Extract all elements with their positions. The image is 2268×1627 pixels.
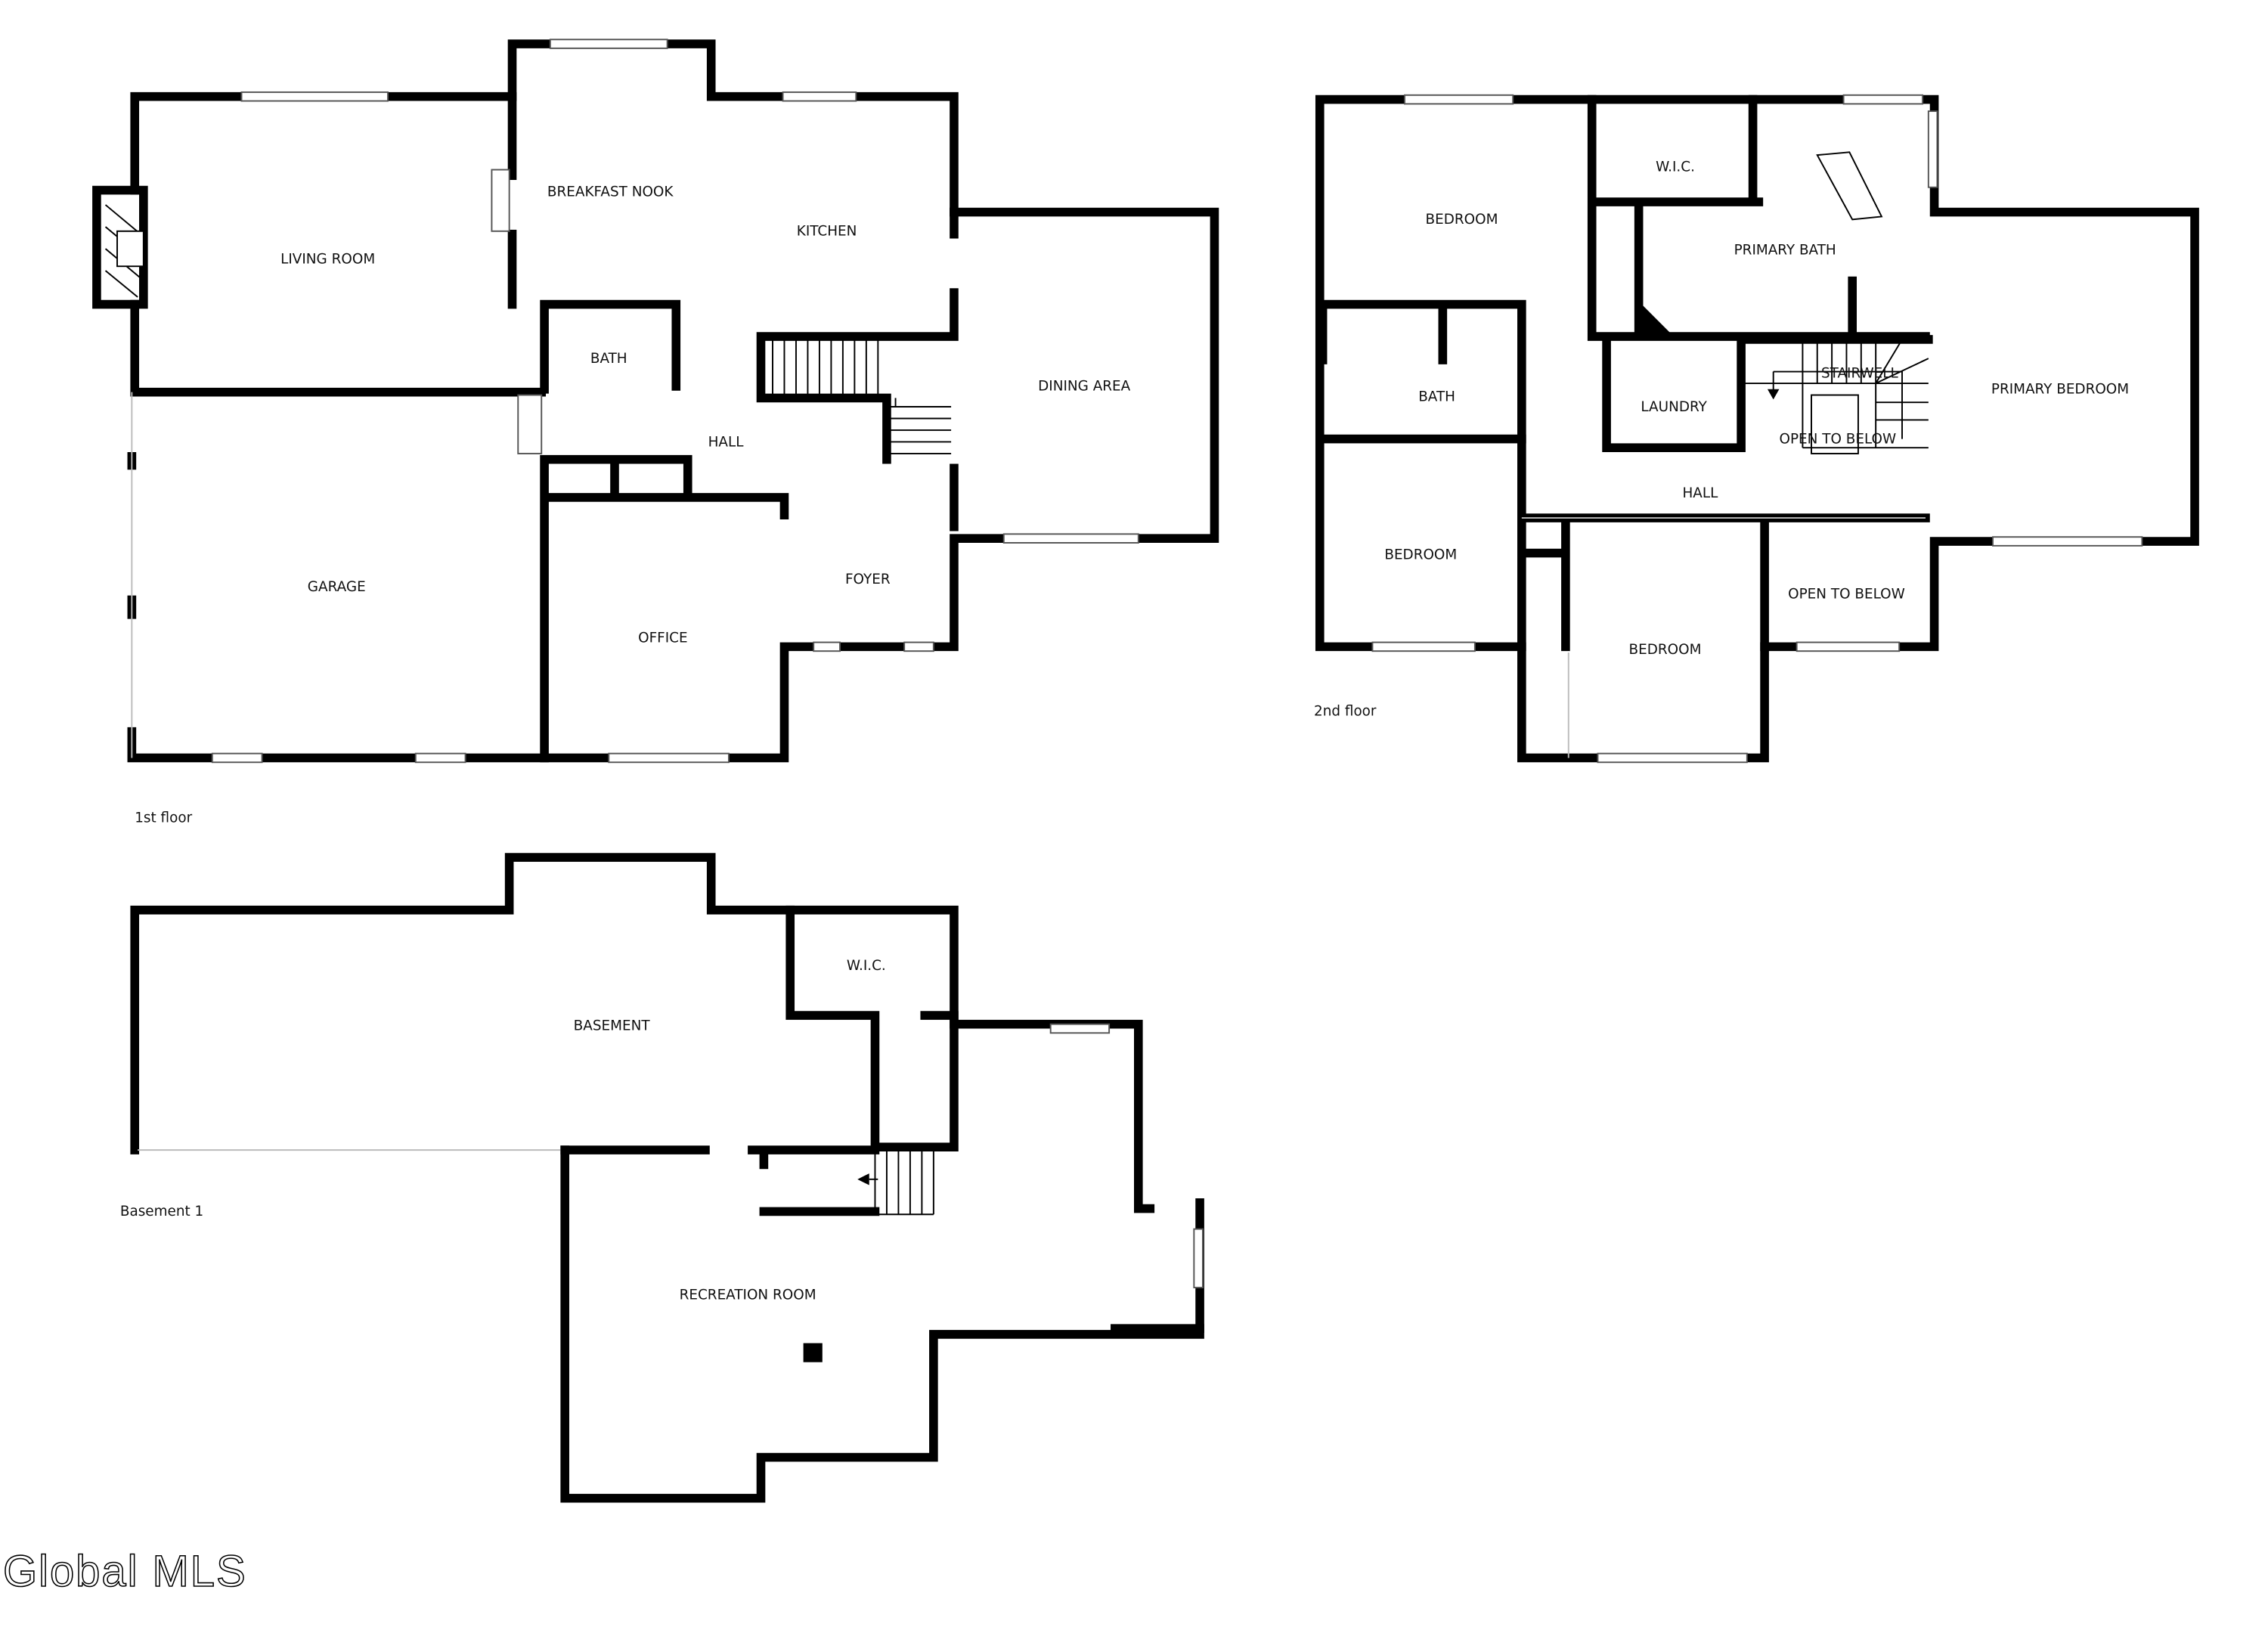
floor-label-2nd: 2nd floor [1314, 703, 1377, 719]
room-label-office: OFFICE [638, 631, 687, 646]
bathtub-icon [1816, 151, 1883, 221]
room-label-garage: GARAGE [308, 579, 366, 595]
room-label-wic-basement: W.I.C. [847, 958, 886, 974]
floor-label-basement: Basement 1 [120, 1204, 203, 1219]
room-label-laundry: LAUNDRY [1641, 399, 1707, 415]
room-label-foyer: FOYER [845, 572, 891, 587]
room-label-open-to-below-stair: OPEN TO BELOW [1780, 431, 1897, 447]
room-label-recreation-room: RECREATION ROOM [680, 1288, 816, 1303]
room-label-wic: W.I.C. [1656, 159, 1695, 175]
first-floor-plan: LIVING ROOM BREAKFAST NOOK KITCHEN DININ… [92, 39, 1219, 826]
room-label-bedroom-s: BEDROOM [1629, 642, 1702, 658]
room-label-stairwell: STAIRWELL [1821, 365, 1898, 381]
basement-plan: BASEMENT W.I.C. RECREATION ROOM Basement… [120, 853, 1204, 1503]
room-label-dining-area: DINING AREA [1038, 379, 1131, 395]
room-label-hall: HALL [708, 434, 745, 450]
room-label-primary-bedroom: PRIMARY BEDROOM [1991, 382, 2129, 398]
room-label-bedroom-nw: BEDROOM [1426, 212, 1498, 228]
watermark-logo: Global MLS [3, 1547, 247, 1596]
room-label-hall-2: HALL [1683, 485, 1719, 501]
second-floor-plan: BEDROOM W.I.C. PRIMARY BATH BATH LAUNDRY… [1314, 94, 2199, 764]
floor-label-1st: 1st floor [135, 810, 192, 826]
column-icon [803, 1343, 823, 1362]
stairs-icon [857, 1150, 934, 1216]
room-label-breakfast-nook: BREAKFAST NOOK [547, 184, 674, 200]
room-label-primary-bath: PRIMARY BATH [1734, 243, 1836, 259]
room-label-bath-2: BATH [1418, 389, 1455, 404]
room-label-open-to-below: OPEN TO BELOW [1788, 587, 1905, 603]
room-label-basement: BASEMENT [574, 1018, 651, 1034]
stairs-icon [772, 339, 952, 454]
stairs-icon [1744, 339, 1929, 454]
room-label-bedroom-sw: BEDROOM [1384, 547, 1457, 562]
room-label-living-room: LIVING ROOM [280, 251, 375, 267]
room-label-kitchen: KITCHEN [797, 224, 857, 240]
room-label-bath: BATH [590, 351, 627, 367]
